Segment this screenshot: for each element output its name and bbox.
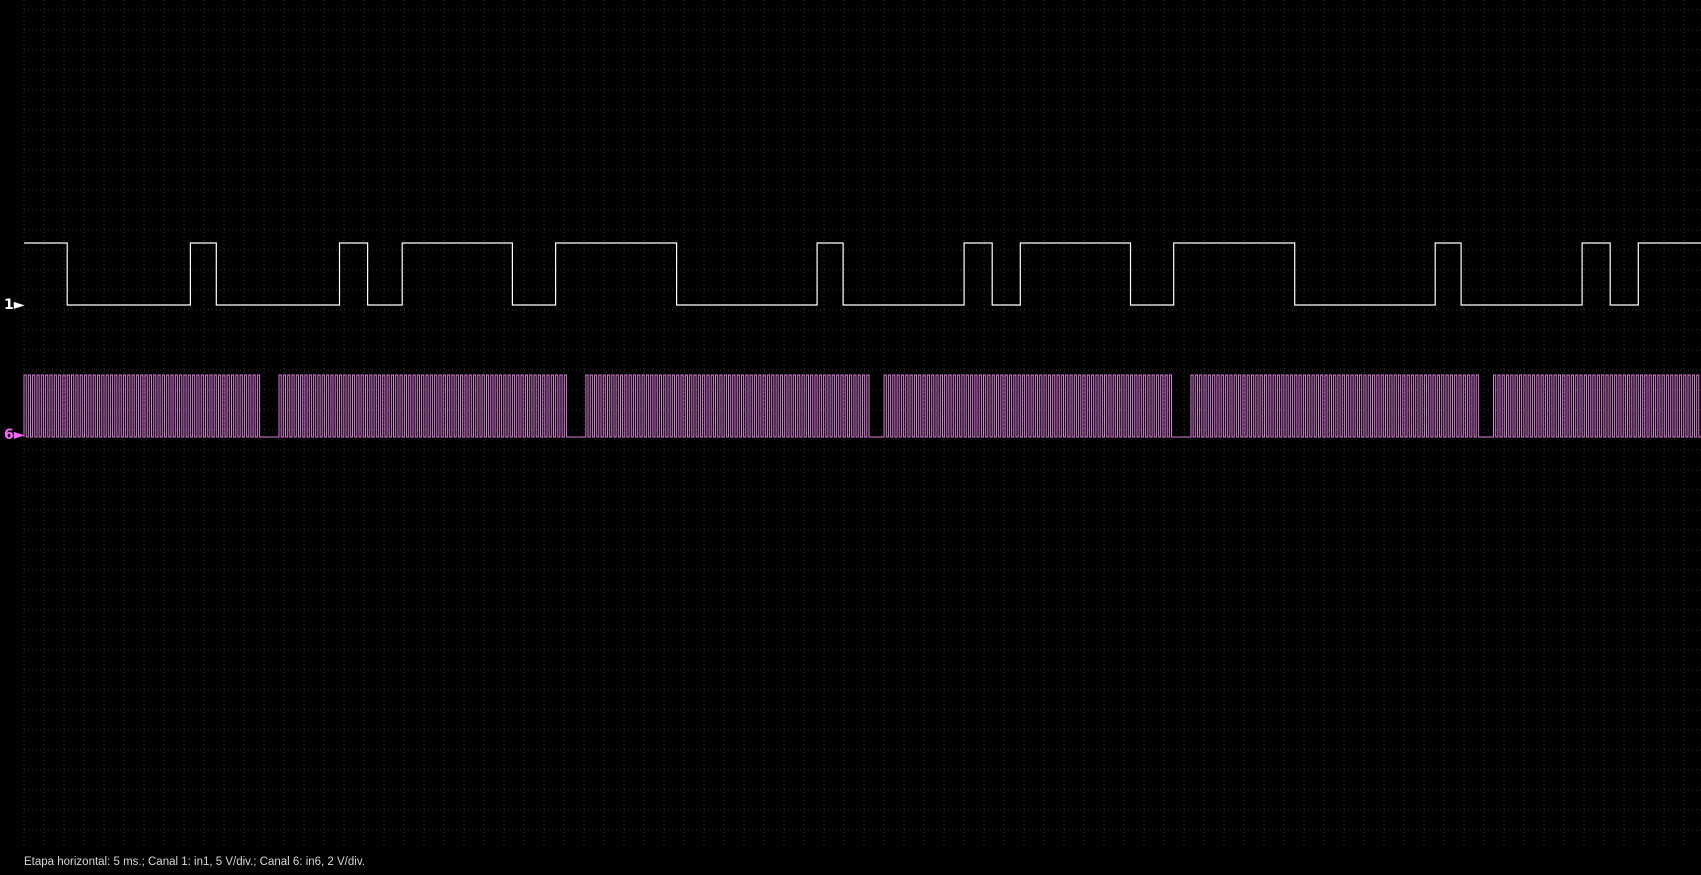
channel-1-trace [24, 242, 1701, 306]
status-bar-text: Etapa horizontal: 5 ms.; Canal 1: in1, 5… [24, 856, 365, 868]
channel-1-label: 1 [4, 297, 14, 313]
channel-6-marker[interactable]: 6► [4, 428, 25, 442]
channel-1-arrow-icon: ► [13, 297, 25, 313]
channel-6-arrow-icon: ► [13, 427, 25, 443]
traces [23, 242, 1701, 438]
channel-1-marker[interactable]: 1► [4, 298, 25, 312]
channel-6-label: 6 [4, 427, 14, 443]
channel-6-trace [23, 374, 1701, 438]
